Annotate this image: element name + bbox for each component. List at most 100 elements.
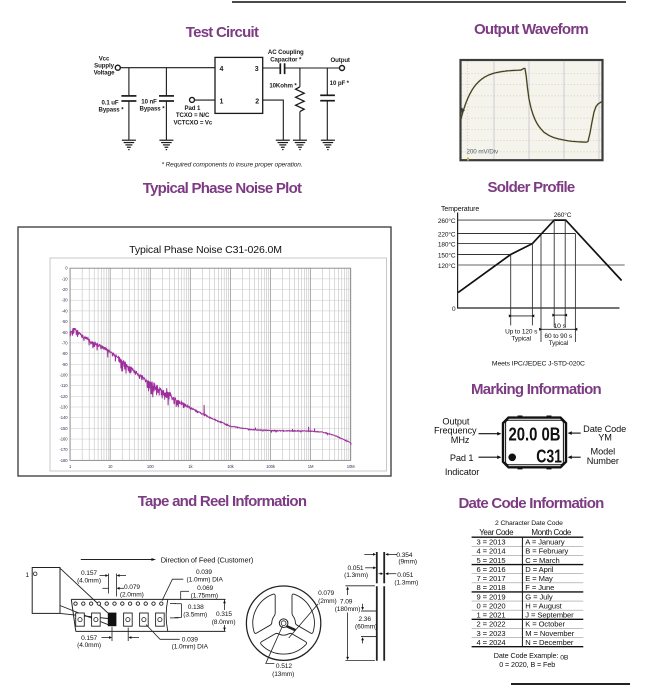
svg-text:Supply: Supply	[94, 63, 114, 70]
svg-text:100: 100	[147, 464, 154, 469]
svg-text:Bypass *: Bypass *	[99, 106, 125, 113]
svg-text:Voltage: Voltage	[94, 69, 116, 76]
svg-text:0.1 uF: 0.1 uF	[101, 99, 118, 106]
svg-text:150°C: 150°C	[438, 251, 456, 259]
svg-text:E = May: E = May	[525, 574, 553, 583]
svg-text:180°C: 180°C	[438, 240, 456, 248]
svg-text:4 = 2024: 4 = 2024	[477, 638, 506, 647]
svg-text:YM: YM	[598, 433, 612, 443]
svg-text:Typical Phase Noise C31-026.0M: Typical Phase Noise C31-026.0M	[129, 244, 282, 256]
svg-text:Frequency: Frequency	[434, 426, 477, 436]
svg-text:(180mm): (180mm)	[335, 606, 361, 613]
svg-text:Output: Output	[442, 417, 470, 427]
svg-text:6 = 2016: 6 = 2016	[477, 565, 506, 574]
svg-text:10: 10	[108, 464, 113, 469]
svg-text:60 to 90 s: 60 to 90 s	[545, 333, 573, 340]
svg-text:Output: Output	[331, 57, 350, 64]
svg-text:C = March: C = March	[525, 556, 559, 565]
svg-text:G = July: G = July	[525, 592, 553, 601]
svg-text:F = June: F = June	[525, 583, 554, 592]
svg-text:(1.0mm) DIA: (1.0mm) DIA	[172, 644, 209, 651]
svg-text:Meets IPC/JEDEC J-STD-020C: Meets IPC/JEDEC J-STD-020C	[492, 360, 585, 367]
svg-text:Direction of Feed (Customer): Direction of Feed (Customer)	[161, 555, 254, 564]
svg-text:0.039: 0.039	[182, 636, 198, 643]
svg-text:-150: -150	[60, 426, 69, 431]
svg-text:2: 2	[255, 99, 259, 106]
svg-text:(13mm): (13mm)	[272, 671, 294, 678]
svg-text:-160: -160	[60, 437, 69, 442]
svg-text:1: 1	[26, 572, 30, 579]
svg-text:N = December: N = December	[525, 638, 574, 647]
svg-text:Pad 1: Pad 1	[450, 453, 474, 463]
svg-text:0.512: 0.512	[276, 663, 292, 670]
svg-text:A = January: A = January	[525, 538, 565, 547]
svg-text:120°C: 120°C	[438, 262, 456, 270]
svg-text:-50: -50	[62, 319, 69, 324]
svg-text:Indicator: Indicator	[445, 467, 479, 477]
svg-text:0.039: 0.039	[196, 569, 212, 576]
svg-text:0 = 2020, B = Feb: 0 = 2020, B = Feb	[499, 660, 555, 669]
svg-text:(8.0mm): (8.0mm)	[212, 619, 236, 626]
svg-text:-30: -30	[62, 298, 69, 303]
svg-text:7 = 2017: 7 = 2017	[477, 574, 506, 583]
svg-text:10 s: 10 s	[553, 323, 566, 330]
svg-text:* Required components to insur: * Required components to insure proper o…	[161, 162, 302, 169]
svg-text:1: 1	[69, 464, 72, 469]
svg-text:4: 4	[220, 66, 224, 73]
svg-text:4 = 2014: 4 = 2014	[477, 547, 506, 556]
svg-text:Vcc: Vcc	[99, 56, 110, 63]
svg-text:0.354: 0.354	[396, 552, 412, 559]
svg-text:2 Character Date Code: 2 Character Date Code	[495, 520, 563, 527]
svg-text:C31: C31	[536, 446, 562, 467]
svg-text:-10: -10	[62, 276, 69, 281]
svg-text:-100: -100	[60, 372, 69, 377]
svg-text:3 = 2023: 3 = 2023	[477, 629, 506, 638]
svg-text:-110: -110	[60, 383, 68, 388]
svg-text:0.069: 0.069	[197, 585, 213, 592]
svg-text:0.315: 0.315	[216, 611, 232, 618]
svg-text:100k: 100k	[266, 464, 276, 469]
svg-text:MHz: MHz	[451, 435, 470, 445]
svg-text:1 = 2021: 1 = 2021	[477, 611, 506, 620]
svg-text:Typical: Typical	[549, 340, 569, 347]
svg-text:AC Coupling: AC Coupling	[268, 49, 304, 56]
svg-text:(9mm): (9mm)	[398, 559, 417, 566]
svg-text:Year Code: Year Code	[479, 528, 514, 537]
svg-text:10 pF *: 10 pF *	[330, 80, 350, 87]
svg-text:K = October: K = October	[525, 620, 565, 629]
svg-text:(4.0mm): (4.0mm)	[77, 577, 101, 584]
svg-text:0 = 2020: 0 = 2020	[477, 601, 506, 610]
svg-text:0.079: 0.079	[318, 590, 334, 597]
svg-text:Typical: Typical	[511, 336, 531, 343]
svg-text:0.051: 0.051	[348, 565, 364, 572]
svg-text:-40: -40	[62, 308, 69, 313]
svg-text:D = April: D = April	[525, 565, 553, 574]
svg-text:Pad 1: Pad 1	[185, 105, 201, 112]
svg-text:0: 0	[452, 306, 456, 313]
svg-text:20.0 0B: 20.0 0B	[509, 423, 561, 444]
svg-text:(4.0mm): (4.0mm)	[77, 642, 101, 649]
svg-text:M = November: M = November	[525, 629, 574, 638]
svg-text:0.051: 0.051	[397, 572, 413, 579]
svg-text:260°C: 260°C	[554, 211, 572, 219]
svg-text:VCTCXO = Vc: VCTCXO = Vc	[173, 120, 212, 127]
svg-text:(2.0mm): (2.0mm)	[120, 592, 144, 599]
svg-text:2 = 2022: 2 = 2022	[477, 620, 506, 629]
svg-text:8 = 2018: 8 = 2018	[477, 583, 506, 592]
svg-text:200 mV/Div: 200 mV/Div	[467, 149, 499, 156]
svg-text:-130: -130	[60, 405, 69, 410]
svg-text:-60: -60	[62, 330, 69, 335]
svg-text:0.157: 0.157	[81, 635, 97, 642]
svg-text:H = August: H = August	[525, 601, 562, 610]
svg-text:Bypass *: Bypass *	[140, 105, 166, 112]
svg-text:(1.0mm) DIA: (1.0mm) DIA	[187, 577, 224, 584]
svg-text:260°C: 260°C	[438, 217, 456, 225]
svg-text:(60mm): (60mm)	[355, 624, 377, 631]
svg-text:1: 1	[220, 99, 224, 106]
svg-text:-90: -90	[62, 362, 69, 367]
svg-text:(1.75mm): (1.75mm)	[191, 593, 218, 600]
svg-text:Temperature: Temperature	[441, 206, 479, 213]
svg-text:-20: -20	[62, 287, 69, 292]
svg-text:Month Code: Month Code	[531, 528, 572, 537]
svg-text:3: 3	[255, 66, 259, 73]
